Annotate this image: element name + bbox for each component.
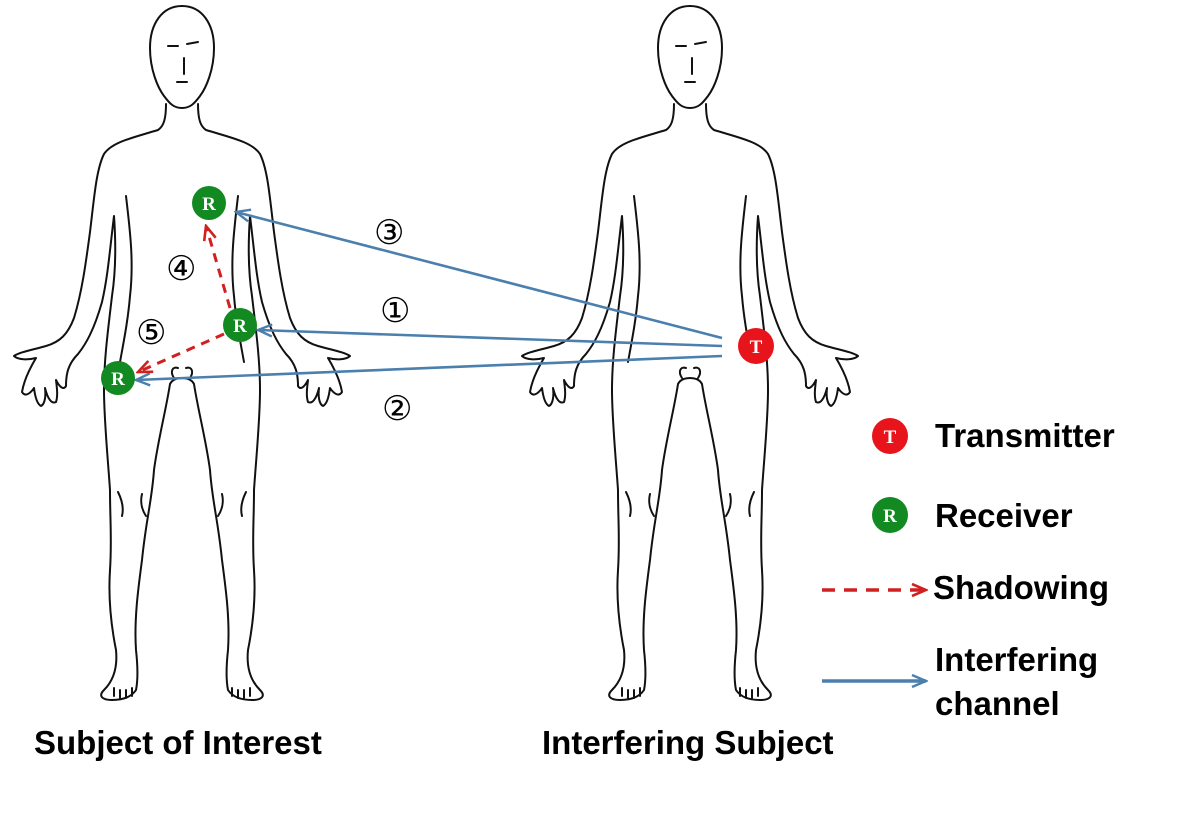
channel-label-4: ④ xyxy=(166,249,196,289)
svg-text:T: T xyxy=(750,337,763,358)
svg-text:R: R xyxy=(883,506,897,527)
svg-text:R: R xyxy=(202,194,216,215)
legend-receiver-label: Receiver xyxy=(935,497,1073,534)
legend-interfering-label-line2: channel xyxy=(935,685,1060,722)
subject-of-interest-caption: Subject of Interest xyxy=(34,724,322,761)
transmitter-marker: T xyxy=(738,328,774,364)
interfering-channel-2 xyxy=(136,354,723,380)
channel-label-3: ③ xyxy=(374,213,404,253)
interfering-subject-caption: Interfering Subject xyxy=(542,724,834,761)
channel-label-5: ⑤ xyxy=(136,313,166,353)
interfering-channel-1 xyxy=(258,330,723,348)
legend-transmitter-label: Transmitter xyxy=(935,417,1115,454)
subject-of-interest-figure xyxy=(13,5,351,701)
shadowing-path-4 xyxy=(206,226,232,309)
legend-receiver-icon: R xyxy=(872,497,908,533)
interfering-subject-figure xyxy=(521,5,859,701)
legend-transmitter-icon: T xyxy=(872,418,908,454)
receiver-marker-waist: R xyxy=(223,308,257,342)
receiver-marker-chest: R xyxy=(192,186,226,220)
legend-interfering-label-line1: Interfering xyxy=(935,641,1099,678)
svg-text:T: T xyxy=(884,427,897,448)
channel-label-2: ② xyxy=(382,389,412,429)
svg-text:R: R xyxy=(233,316,247,337)
interfering-channel-3 xyxy=(236,212,723,340)
channel-label-1: ① xyxy=(380,291,410,331)
svg-text:R: R xyxy=(111,369,125,390)
legend-shadowing-label: Shadowing xyxy=(933,569,1109,606)
receiver-marker-wrist: R xyxy=(101,361,135,395)
